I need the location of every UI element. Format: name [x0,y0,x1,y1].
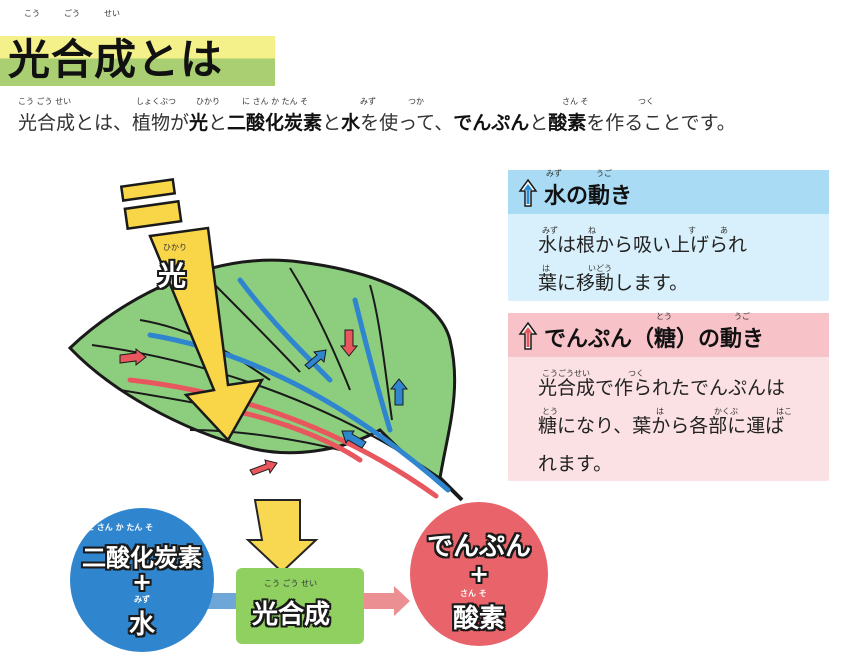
output-line-2: 酸素 [452,604,505,634]
output-circle: でんぷん + さん そ 酸素 [410,502,548,646]
output-plus: + [468,560,490,588]
starch-flow-lines [127,377,439,499]
water-body-furigana-1: みず [542,226,558,235]
starch-movement-box: とう うご でんぷん（糖）の動き こうごうせい つく とう は かくぶ はこ 光… [508,312,829,481]
process-furigana: こう ごう せい [264,579,318,588]
input-line-1: 二酸化炭素 [82,544,202,572]
starch-body-furigana-1: こうごうせい [542,369,590,378]
starch-title-furigana-2: うご [734,312,750,321]
arrow-process-to-output [364,586,410,616]
water-box-title: 水の動き [544,184,633,209]
intro-furigana-3: ひかり [196,97,220,106]
water-box-body: 水は根から吸い上げられ 葉に移動します。 [538,234,748,294]
title-furigana-3: せい [104,9,120,18]
flow-arrows [119,329,409,476]
water-flow-lines [147,277,451,493]
up-arrow-icon [518,178,538,207]
leaf-stem [438,476,464,502]
intro-furigana-5: みず [360,97,376,106]
output-line-1: でんぷん [426,532,531,562]
page-title: 光合成とは [8,35,224,84]
water-body-furigana-6: いどう [588,264,612,273]
intro-furigana-1: こう ごう せい [18,97,72,106]
output-furigana: さん そ [460,589,487,598]
intro-furigana-4: に さん か たん そ [242,97,309,106]
water-title-furigana-2: うご [596,169,612,178]
intro-furigana-7: さん そ [562,97,589,106]
process-label: 光合成 [252,600,331,630]
intro-furigana-2: しょくぶつ [136,97,176,106]
light-furigana: ひかり [163,243,187,252]
water-title-furigana-1: みず [546,169,562,178]
title-furigana-2: ごう [64,9,80,18]
title-highlight-band [0,36,275,86]
water-body-furigana-5: は [542,264,550,273]
starch-body-furigana-2: つく [628,369,644,378]
intro-furigana-8: つく [638,97,654,106]
starch-body-furigana-4: は [656,407,664,416]
input-plus: + [131,568,153,596]
intro-furigana-6: つか [408,97,424,106]
starch-box-body: 光合成で作られたでんぷんは 糖になり、葉から各部に運ば れます。 [538,377,786,475]
water-body-furigana-2: ね [588,226,596,235]
starch-box-title: でんぷん（糖）の動き [544,327,765,352]
water-box-header: みず うご 水の動き [508,169,829,214]
light-label: 光 [158,259,187,292]
starch-body-furigana-6: はこ [776,407,792,416]
title-furigana-1: こう [24,9,40,18]
intro-sentence: 光合成とは、植物が光と二酸化炭素と水を使って、でんぷんと酸素を作ることです。 [18,112,736,134]
starch-box-header: とう うご でんぷん（糖）の動き [508,312,829,357]
starch-title-furigana-1: とう [656,312,672,321]
input-furigana-2: みず [134,595,150,604]
input-furigana-1: に さん か たん そ [86,523,154,532]
water-body-furigana-4: あ [720,226,728,235]
starch-body-furigana-3: とう [542,407,558,416]
down-arrow-to-process [245,499,319,574]
input-circle: に さん か たん そ 二酸化炭素 + みず 水 [70,508,214,652]
water-body-furigana-3: す [688,226,696,235]
up-arrow-icon [518,321,538,350]
water-movement-box: みず うご 水の動き みず ね す あ は いどう 水は根から吸い上げられ 葉に… [508,169,829,301]
input-line-2: 水 [128,610,155,640]
photosynthesis-box: こう ごう せい 光合成 [236,568,364,644]
starch-body-furigana-5: かくぶ [714,407,738,416]
arrow-input-to-process [206,593,240,609]
light-arrow [119,178,265,443]
